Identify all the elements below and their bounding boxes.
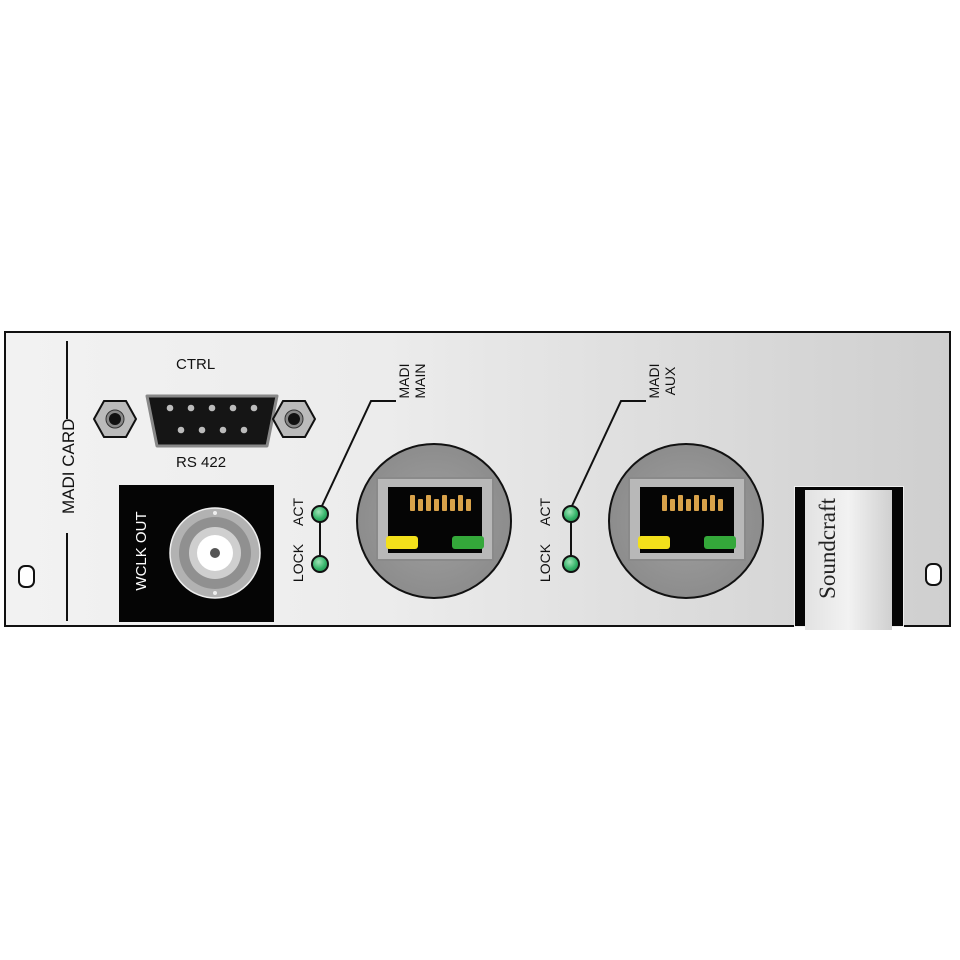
screw-hex-left-icon xyxy=(93,400,137,438)
rs422-db9-connector[interactable] xyxy=(144,393,280,449)
rj45-pins xyxy=(410,495,471,511)
madi-aux-label-line2: AUX xyxy=(662,366,678,396)
port-led-green xyxy=(452,536,484,549)
madi-aux-leader-line xyxy=(570,400,646,509)
title-divider-bottom xyxy=(66,533,68,621)
madi-aux-label-line1: MADI xyxy=(646,363,662,399)
madi-main-led-link xyxy=(319,514,321,564)
port-led-green xyxy=(704,536,736,549)
madi-main-act-label: ACT xyxy=(290,498,306,526)
wclk-out-label: WCLK OUT xyxy=(133,511,150,591)
screw-hex-right-icon xyxy=(272,400,316,438)
madi-aux-act-label: ACT xyxy=(537,498,553,526)
title-divider-top xyxy=(66,341,68,419)
madi-main-label-line1: MADI xyxy=(396,363,412,399)
madi-card-panel: MADI CARD CTRL RS 422 WCLK OUT M xyxy=(4,331,951,630)
madi-main-label-line2: MAIN xyxy=(412,363,428,399)
rs422-label: RS 422 xyxy=(176,454,227,471)
madi-aux-led-link xyxy=(570,514,572,564)
madi-aux-act-led xyxy=(562,505,580,523)
rj45-housing xyxy=(628,477,746,561)
port-led-yellow xyxy=(638,536,670,549)
rj45-housing xyxy=(376,477,494,561)
mounting-slot-left xyxy=(18,565,35,588)
port-led-yellow xyxy=(386,536,418,549)
madi-aux-lock-led xyxy=(562,555,580,573)
mounting-slot-right xyxy=(925,563,942,586)
madi-main-rj45-port[interactable] xyxy=(356,443,512,599)
madi-main-lock-led xyxy=(311,555,329,573)
card-title: MADI CARD xyxy=(59,418,78,514)
brand-plate: Soundcraft xyxy=(805,490,892,630)
wclk-out-block: WCLK OUT xyxy=(119,485,274,622)
madi-main-leader-line xyxy=(320,400,396,509)
ctrl-label: CTRL xyxy=(176,356,216,373)
brand-logo: Soundcraft xyxy=(815,498,840,599)
madi-main-lock-label: LOCK xyxy=(290,543,306,583)
madi-aux-rj45-port[interactable] xyxy=(608,443,764,599)
rj45-pins xyxy=(662,495,723,511)
brand-handle: Soundcraft xyxy=(794,486,904,630)
wclk-bnc-connector[interactable] xyxy=(167,505,263,601)
madi-aux-lock-label: LOCK xyxy=(537,543,553,583)
madi-main-act-led xyxy=(311,505,329,523)
